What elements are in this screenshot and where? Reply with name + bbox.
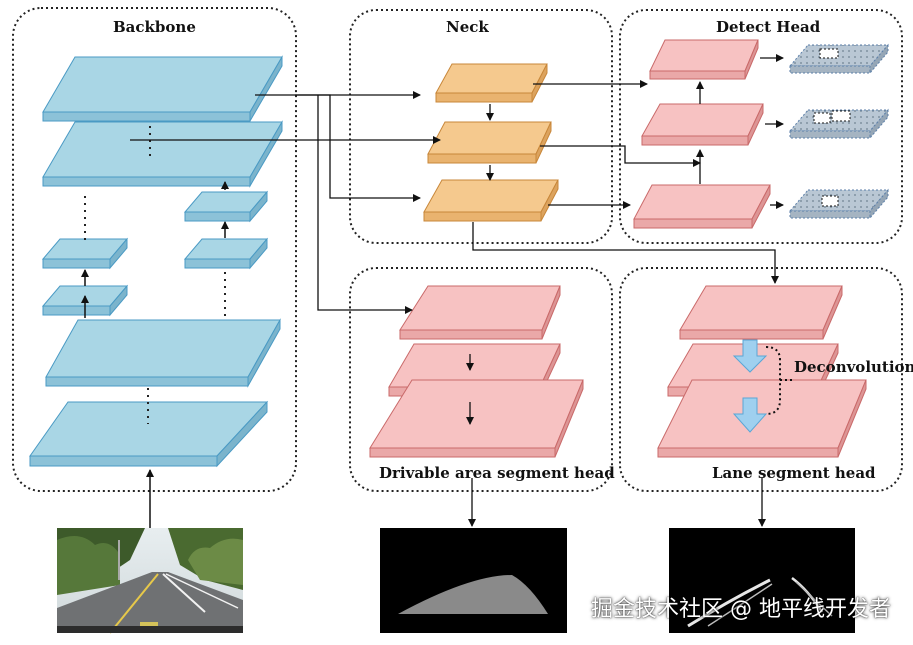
deconv-arrow-1 — [732, 339, 768, 373]
anchor-grids — [788, 43, 890, 220]
neck-panel — [349, 9, 613, 244]
backbone-layers — [29, 55, 283, 468]
anchor-grid-1 — [788, 43, 890, 75]
deconvolution-label: Deconvolution — [794, 358, 913, 376]
detect-head-panel — [619, 9, 903, 244]
detect-head-title: Detect Head — [716, 18, 821, 36]
detect-layer-2 — [641, 103, 764, 146]
detect-layer-1 — [649, 39, 759, 80]
backbone-layer-small-a — [41, 237, 129, 270]
neck-layer-3 — [423, 179, 559, 222]
neck-title: Neck — [446, 18, 489, 36]
drivable-layer-3 — [369, 379, 584, 458]
backbone-layer-1 — [42, 55, 283, 123]
input-image — [57, 528, 243, 634]
backbone-panel — [12, 7, 297, 492]
backbone-layer-small-c — [183, 190, 269, 223]
lane-layer-1 — [679, 285, 843, 340]
lane-head-panel — [619, 267, 903, 492]
drivable-head-layers — [369, 285, 584, 458]
watermark: 掘金技术社区 @ 地平线开发者 — [591, 597, 891, 622]
backbone-layer-4 — [29, 400, 269, 468]
anchor-grid-3 — [788, 188, 890, 220]
deconv-arrows — [732, 339, 768, 433]
deconv-arrow-2 — [732, 397, 768, 433]
drivable-layer-1 — [399, 285, 561, 340]
lane-head-title: Lane segment head — [712, 464, 876, 482]
drivable-head-panel — [349, 267, 613, 492]
connection-arrows — [130, 54, 784, 527]
backbone-arrows — [81, 181, 229, 528]
detect-layer-3 — [633, 184, 771, 229]
neck-layer-2 — [427, 121, 552, 164]
backbone-layer-3 — [45, 318, 281, 388]
neck-layer-1 — [435, 63, 548, 103]
detect-head-layers — [633, 39, 771, 229]
anchor-grid-2 — [788, 108, 890, 140]
backbone-title: Backbone — [113, 18, 196, 36]
lane-output-mask — [669, 528, 855, 633]
backbone-layer-2 — [42, 120, 283, 188]
drivable-head-title: Drivable area segment head — [379, 464, 615, 482]
backbone-ellipsis — [84, 126, 226, 424]
drivable-output-mask — [380, 528, 567, 633]
lane-head-layers — [657, 285, 867, 458]
neck-layers — [423, 63, 559, 222]
backbone-layer-small-d — [183, 237, 269, 270]
